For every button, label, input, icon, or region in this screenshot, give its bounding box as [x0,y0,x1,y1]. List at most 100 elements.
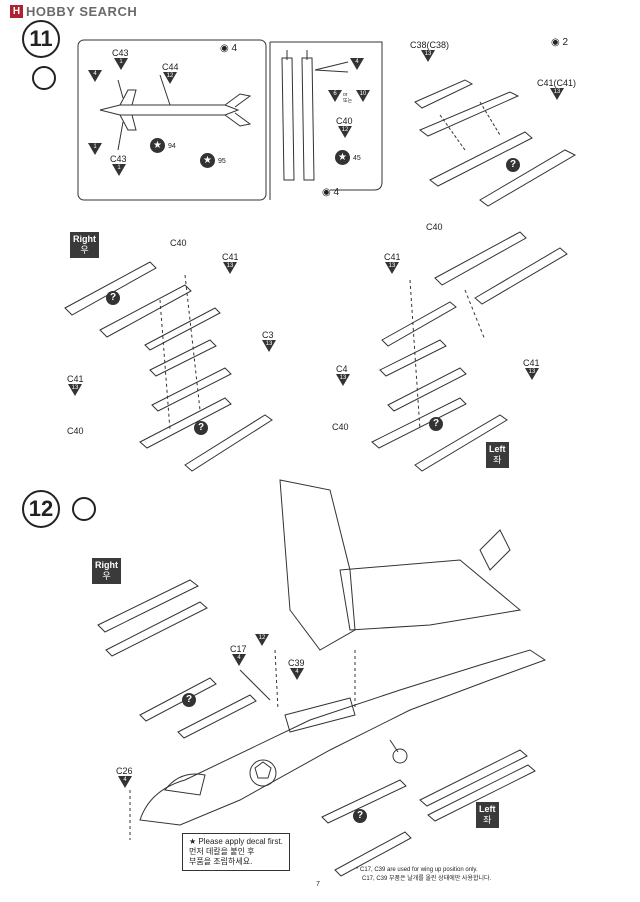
aircraft-wing [339,559,522,631]
question-mark-icon: ? [182,693,196,707]
missile-detail-box [77,39,267,201]
part-tri-right-c41b [68,384,82,396]
question-mark-icon: ? [353,809,367,823]
tri-num-c43-top: 1 [119,59,123,65]
step12-right-missile-b [105,601,208,657]
missile-lower [479,149,577,207]
left-rail-c4 [379,339,447,377]
left-missile-top [434,231,527,286]
tri-num-side-bot: 1 [93,144,97,150]
part-tri-c17 [232,654,246,666]
label-c39: C39 [288,658,305,668]
part-tri-right-c3 [262,340,276,352]
tri-num-left-c41: 13 [388,263,396,269]
part-tri-c44 [163,72,177,84]
tri-num-left-c4: 13 [339,375,347,381]
part-tri-c40-box2 [338,126,352,138]
tri-num-c40-box2: 12 [341,127,349,133]
decal-num-a: 94 [168,143,176,150]
step12-missile-e [321,779,407,824]
part-tri-side-bot [88,143,102,155]
step12-missile-f [334,831,412,877]
assembly-drawings [64,39,577,877]
part-tri-c39 [290,668,304,680]
launcher-rail-left [281,57,295,181]
glue-icon [32,66,56,90]
decal-num-b: 95 [218,158,226,165]
right-missile-bottom [184,414,273,472]
left-badge-en: Left [479,804,496,814]
tri-num-side-top: 4 [93,71,97,77]
right-badge-en: Right [95,560,118,570]
tri-num-c39: 4 [295,669,299,675]
step12-missile-c [139,677,217,722]
part-tri-c43-bot [112,164,126,176]
right-missile-c40b [139,397,232,449]
pd-count-box1: ◉ 4 [220,43,238,54]
right-badge-ko: 우 [80,245,89,255]
left-rail-c41b [387,367,467,412]
tri-num-step12-top: 12 [258,635,266,641]
decal-note-line-1: ★ Please apply decal first. [189,837,283,846]
part-tri-left-c41 [385,262,399,274]
label-c17: C17 [230,644,247,654]
part-tri-c43-top [114,58,128,70]
part-tri-left-c4 [336,374,350,386]
rail-c41 [419,91,520,137]
left-rail-c41 [381,301,457,347]
hobby-search-watermark: H HOBBY SEARCH [10,4,137,19]
left-badge-ko: 좌 [493,455,502,465]
right-rail-c3 [149,339,217,377]
aircraft-tail-fin [479,529,511,571]
part-tri-left-c41b [525,368,539,380]
label-c38: C38(C38) [410,40,450,50]
part-tri-box2-right [350,58,364,70]
glue-icon [72,497,96,521]
step-11-number: 11 [22,20,60,58]
part-tri-c41-top-right [550,88,564,100]
label-right-c3: C3 [262,330,274,340]
part-tri-box2-a [328,90,342,102]
tri-num-box2-b: 10 [359,91,367,97]
label-left-c41: C41 [384,252,401,262]
part-tri-step12-top [255,634,269,646]
tri-num-right-c41: 13 [226,263,234,269]
label-left-c4: C4 [336,364,348,374]
label-right-c40: C40 [170,238,187,248]
label-right-c41: C41 [222,252,239,262]
right-badge-en: Right [73,234,96,244]
pd-count-box2: ◉ 4 [322,187,340,198]
label-left-c41b: C41 [523,358,540,368]
decal-star-icon: ★ [335,150,350,165]
left-missile-c40b [371,397,467,449]
right-badge-ko: 우 [102,571,111,581]
tri-num-c41-top-right: 13 [553,89,561,95]
footnote-en: * C17, C39 are used for wing up position… [356,867,478,873]
step12-right-missile-a [97,579,199,633]
label-right-c40b: C40 [67,426,84,436]
tri-num-box2-a: 6 [333,91,337,97]
decal-note: ★ Please apply decal first. 먼저 데칼을 붙인 후 … [182,833,290,871]
tri-num-c17: 4 [237,655,241,661]
step-12-number: 12 [22,490,60,528]
label-c43-bot: C43 [110,154,127,164]
part-tri-c26 [118,776,132,788]
tri-num-c38: 13 [424,51,432,57]
decal-note-line-3: 부품을 조립하세요. [189,857,253,866]
label-c43-top: C43 [112,48,129,58]
left-missile-bottom [414,414,508,472]
tri-num-c43-bot: 1 [117,165,121,171]
tri-num-c44: 12 [166,73,174,79]
label-c41-top-right: C41(C41) [537,78,577,88]
aircraft-intake [284,697,356,733]
right-rail-c41b [151,367,232,412]
question-mark-icon: ? [506,158,520,172]
pd-count-top-right: ◉ 2 [551,37,569,48]
step12-left-missile-b [427,764,536,822]
part-tri-right-c41 [223,262,237,274]
hobby-search-logo-icon: H [10,5,23,18]
launcher-detail-box [270,41,383,191]
